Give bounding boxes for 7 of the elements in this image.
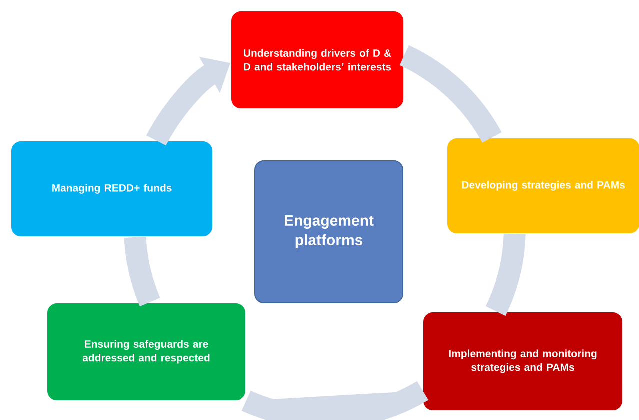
center-box: Engagement platforms: [254, 160, 404, 304]
process-box: Ensuring safeguards are addressed and respected: [48, 304, 246, 400]
process-box: Implementing and monitoring strategies and PAMs: [424, 312, 622, 410]
process-box: Developing strategies and PAMs: [448, 138, 639, 234]
process-box: Managing REDD+ funds: [12, 142, 212, 236]
cycle-arrow: [242, 381, 428, 420]
process-box: Understanding drivers of D & D and stakeholders’ interests: [232, 12, 404, 108]
